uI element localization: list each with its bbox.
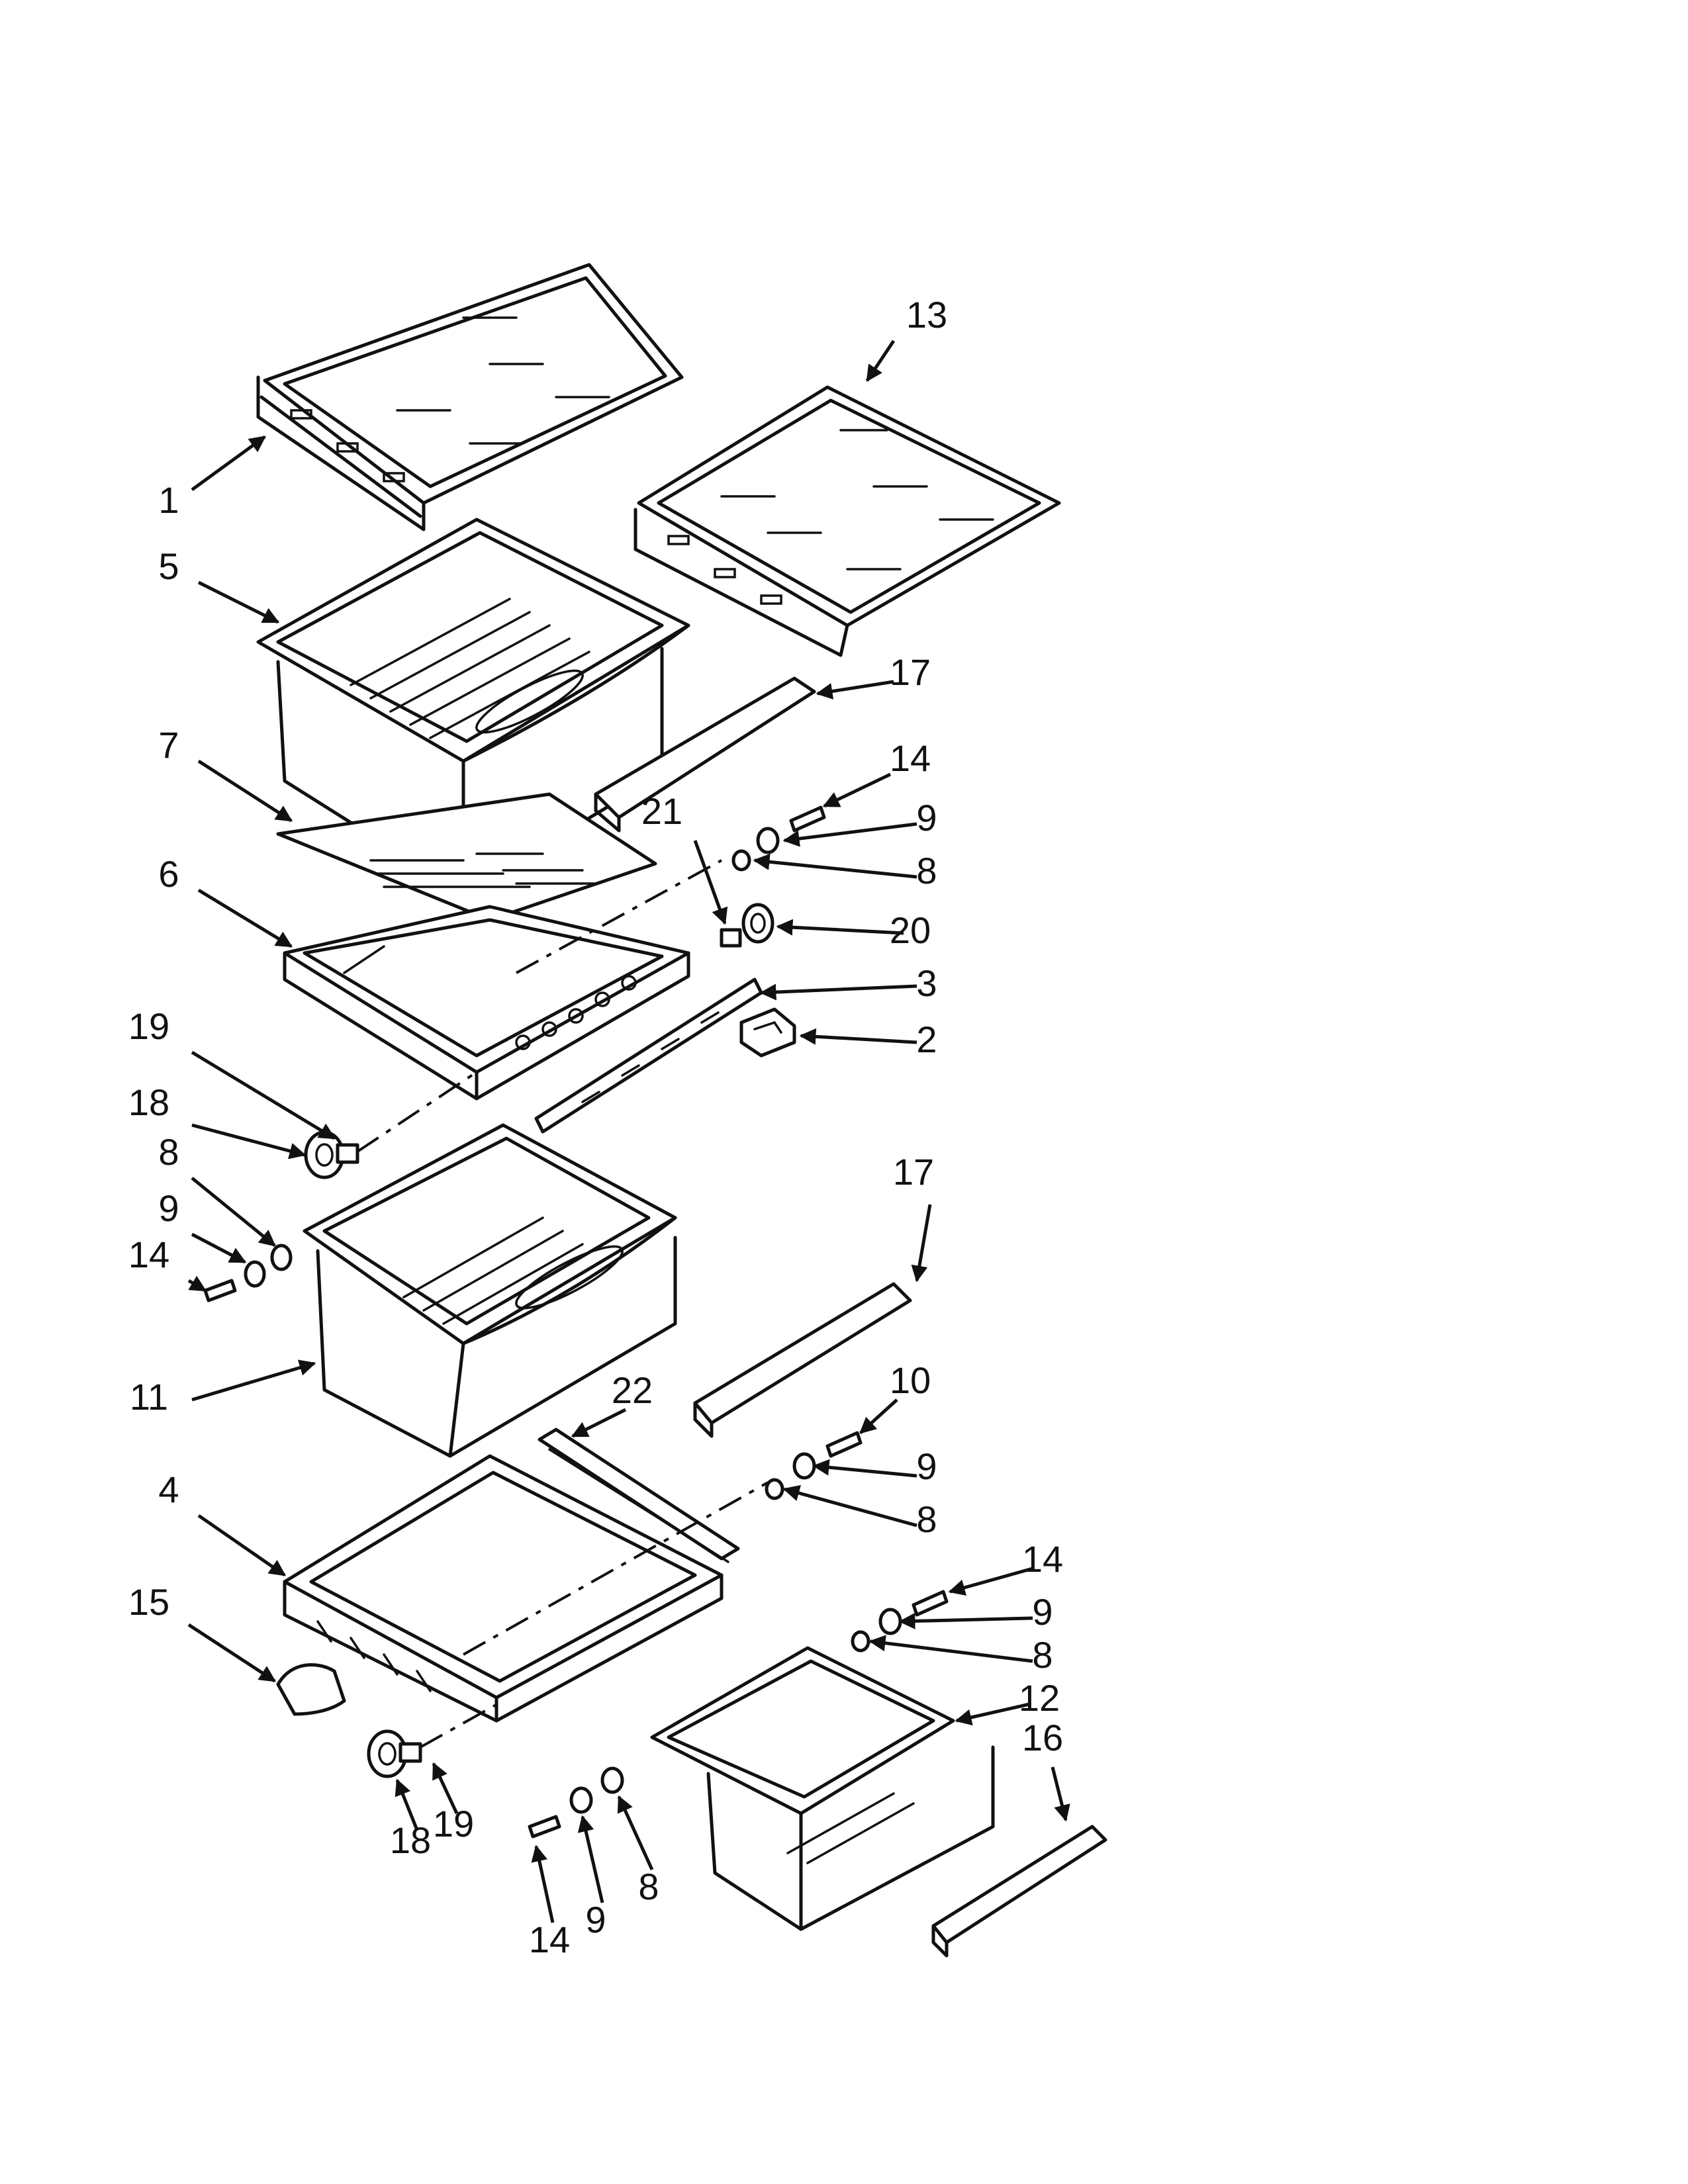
bottom-drawer	[650, 1646, 995, 1931]
callout-label-8: 8	[638, 1866, 659, 1907]
callout-label-5: 5	[158, 545, 179, 587]
callout-label-18: 18	[390, 1819, 431, 1861]
callout-label-16: 16	[1022, 1717, 1063, 1758]
callout-label-19: 19	[128, 1005, 169, 1047]
clip-part	[739, 1007, 796, 1058]
callout-label-1: 1	[158, 479, 179, 521]
callout-label-22: 22	[612, 1369, 653, 1411]
callout-leader-14	[187, 1275, 207, 1293]
callout-label-4: 4	[158, 1469, 179, 1510]
callout-leader-9	[577, 1815, 604, 1903]
callout-label-6: 6	[158, 853, 179, 895]
callout-leader-17	[911, 1204, 932, 1283]
callout-leader-9	[812, 1459, 917, 1478]
callout-leader-9	[191, 1232, 247, 1264]
crisper-cover-frame	[283, 859, 722, 1101]
lower-shelf-frame	[283, 1454, 769, 1723]
callout-leader-6	[197, 888, 293, 948]
callout-label-17: 17	[890, 651, 931, 693]
callout-leader-9	[898, 1612, 1033, 1629]
callout-label-12: 12	[1019, 1677, 1060, 1719]
callout-label-10: 10	[890, 1359, 931, 1401]
callout-leader-8	[782, 1484, 917, 1527]
end-cap	[276, 1663, 346, 1716]
callout-label-14: 14	[890, 737, 931, 779]
callout-label-19: 19	[433, 1803, 474, 1844]
roller-upper-right	[720, 903, 774, 948]
callout-leader-21	[693, 840, 728, 925]
callout-label-8: 8	[916, 1498, 937, 1540]
callout-leader-11	[191, 1359, 316, 1402]
callout-leader-8	[617, 1795, 654, 1871]
callout-leader-8	[868, 1635, 1033, 1663]
glass-shelf-right	[633, 385, 1061, 657]
callout-label-7: 7	[158, 724, 179, 766]
callout-label-14: 14	[1022, 1538, 1063, 1580]
callout-label-9: 9	[916, 1445, 937, 1487]
callout-leader-8	[753, 853, 917, 879]
callout-leader-5	[197, 580, 280, 624]
callout-label-11: 11	[130, 1376, 168, 1418]
callout-leader-3	[759, 983, 917, 1001]
crisper-glass-panel	[276, 792, 657, 922]
callout-leader-15	[187, 1623, 277, 1683]
callout-label-17: 17	[893, 1151, 934, 1193]
callout-leader-1	[191, 435, 267, 492]
callout-label-9: 9	[585, 1899, 606, 1940]
callout-label-8: 8	[916, 850, 937, 891]
callout-leader-7	[197, 759, 293, 823]
callout-label-18: 18	[128, 1081, 169, 1123]
callout-label-13: 13	[906, 294, 947, 336]
callout-leader-13	[865, 340, 896, 383]
callout-leader-18	[395, 1778, 419, 1831]
callout-leader-19	[191, 1050, 336, 1140]
callout-leader-14	[822, 772, 892, 808]
crisper-drawer-lower	[303, 1123, 677, 1458]
callout-label-9: 9	[916, 797, 937, 839]
callout-leader-12	[955, 1702, 1030, 1726]
callout-leader-10	[859, 1398, 898, 1434]
callout-leader-4	[197, 1514, 287, 1577]
callout-label-14: 14	[529, 1919, 570, 1960]
callout-leader-16	[1051, 1766, 1070, 1822]
roller-lower-left	[367, 1700, 504, 1778]
callout-label-8: 8	[1032, 1634, 1053, 1676]
callout-leader-8	[191, 1177, 276, 1247]
callout-leader-2	[799, 1028, 917, 1045]
callout-leader-20	[776, 919, 904, 936]
bottom-drawer-trim	[931, 1825, 1107, 1958]
callout-label-15: 15	[128, 1581, 169, 1623]
callout-label-3: 3	[916, 962, 937, 1004]
fasteners-left-middle	[203, 1244, 293, 1302]
callout-leader-17	[816, 680, 894, 700]
fasteners-bottom	[528, 1766, 624, 1839]
callout-leader-9	[782, 822, 917, 847]
callout-leader-19	[432, 1762, 459, 1815]
drawer-trim-upper	[594, 676, 816, 833]
callout-label-9: 9	[158, 1187, 179, 1229]
callout-leader-14	[531, 1844, 555, 1923]
fasteners-right-lower-middle	[765, 1431, 863, 1500]
callout-label-8: 8	[158, 1131, 179, 1173]
callout-leader-22	[571, 1408, 627, 1438]
glass-shelf-top	[256, 263, 684, 531]
callout-label-2: 2	[916, 1019, 937, 1060]
callout-label-20: 20	[890, 909, 931, 951]
callout-leader-14	[948, 1567, 1033, 1596]
drawer-trim-lower	[693, 1282, 912, 1438]
washer-bolt-upper-right	[731, 805, 826, 872]
callout-label-21: 21	[641, 790, 682, 832]
callout-leader-18	[191, 1123, 306, 1160]
callout-label-9: 9	[1032, 1591, 1053, 1633]
callout-label-14: 14	[128, 1234, 169, 1275]
